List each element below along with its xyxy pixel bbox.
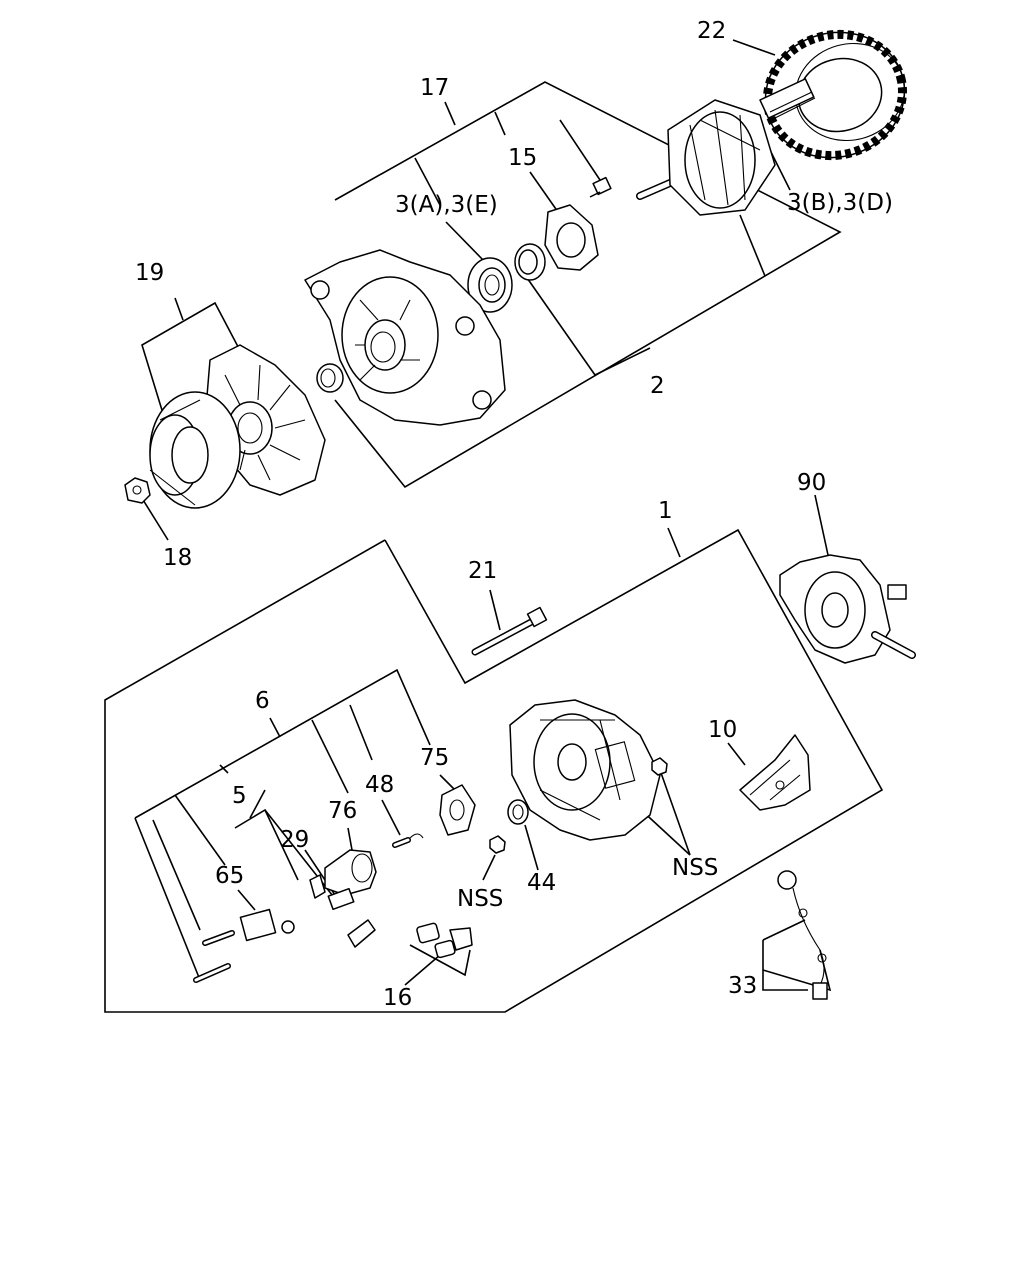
retainer-screw: [589, 176, 612, 198]
callout-33: 33: [728, 973, 757, 999]
nss-nut-right: [651, 757, 668, 776]
callout-1: 1: [658, 498, 673, 524]
callout-76: 76: [328, 798, 357, 824]
callout-65: 65: [215, 863, 244, 889]
rectifier-part: [739, 734, 811, 811]
callout-29: 29: [280, 827, 309, 853]
rear-bushing-part: [507, 799, 529, 825]
terminal-block-part: [239, 908, 295, 942]
front-bearing-part: [467, 257, 513, 313]
lead-wire-part: [777, 870, 828, 1000]
upper-group-outline: [139, 39, 842, 541]
pulley-part: [149, 391, 241, 509]
spring-part: [392, 833, 424, 848]
callout-10: 10: [708, 717, 737, 743]
terminal-cover-part: [439, 784, 476, 836]
callout-nss-left: NSS: [457, 886, 503, 912]
rear-housing-part: [509, 699, 661, 841]
callout-21: 21: [468, 558, 497, 584]
small-bearing-part: [514, 243, 546, 281]
rotor-part: [636, 78, 816, 216]
callout-16: 16: [383, 985, 412, 1011]
callout-15: 15: [508, 145, 537, 171]
regulator-connector-part: [309, 874, 376, 948]
callout-44: 44: [527, 870, 556, 896]
regulator-screws: [193, 930, 235, 983]
bushing-part: [316, 363, 344, 393]
callout-nss-right: NSS: [672, 855, 718, 881]
callout-19: 19: [135, 260, 164, 286]
callout-22: 22: [697, 18, 726, 44]
terminal-bolt-part: [416, 922, 473, 959]
callout-75: 75: [420, 745, 449, 771]
callout-18: 18: [163, 545, 192, 571]
callout-48: 48: [365, 772, 394, 798]
callout-3bd: 3(B),3(D): [787, 190, 893, 216]
callout-6: 6: [255, 688, 270, 714]
through-bolt-part: [471, 606, 548, 656]
bearing-retainer-part: [544, 204, 599, 271]
nss-nut-small: [489, 835, 506, 854]
vacuum-pump-part: [779, 554, 916, 664]
callout-90: 90: [797, 470, 826, 496]
front-housing-part: [304, 249, 506, 426]
callout-5: 5: [232, 783, 247, 809]
brush-holder-part: [324, 849, 377, 911]
nut-part: [124, 477, 151, 504]
callout-17: 17: [420, 75, 449, 101]
callout-3ae: 3(A),3(E): [395, 192, 498, 218]
callout-2: 2: [650, 373, 665, 399]
callout-labels: 17 22 15 3(A),3(E) 3(B),3(D) 19 2 18 90 …: [135, 18, 893, 1011]
